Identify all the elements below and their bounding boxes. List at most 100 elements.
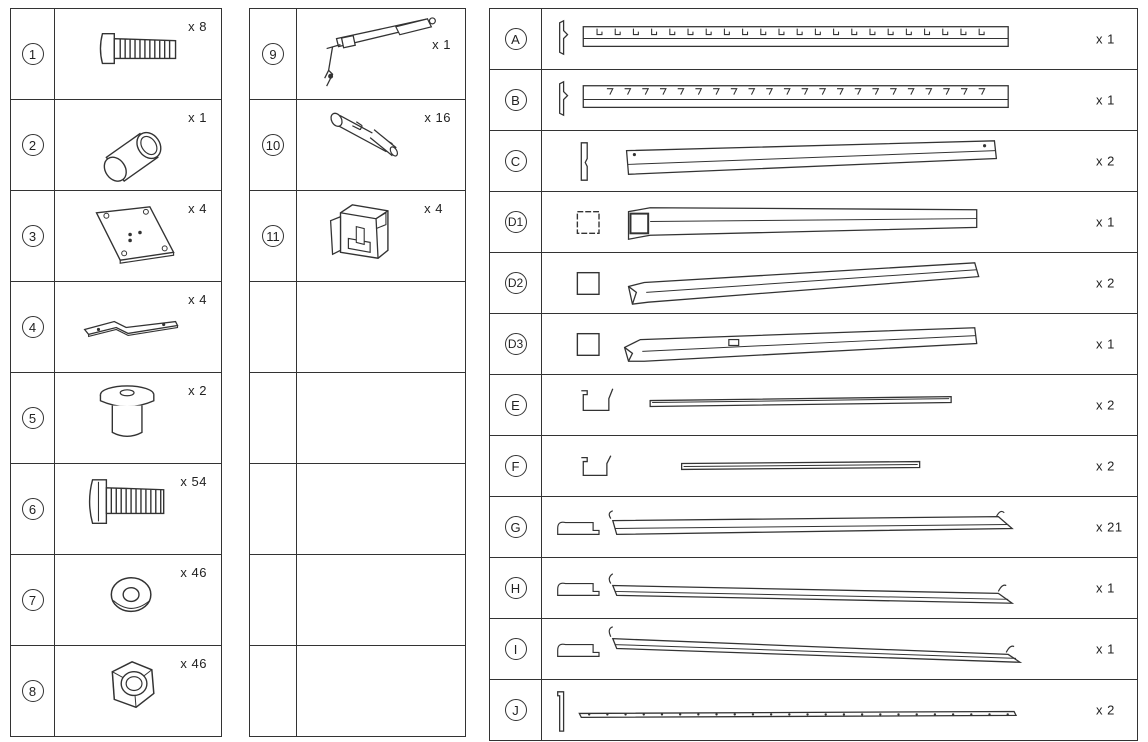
part-quantity: x 2 — [1096, 153, 1115, 169]
part-quantity: x 54 — [180, 474, 207, 489]
rail-slot — [978, 28, 985, 36]
rail-slot — [695, 88, 703, 95]
rail-slot — [651, 28, 658, 36]
square-post-icon — [576, 262, 980, 305]
part-quantity: x 2 — [1096, 702, 1115, 718]
part-number: 11 — [262, 225, 284, 247]
profile-label: H — [504, 577, 527, 599]
part-quantity: x 2 — [1096, 397, 1115, 413]
rail-slot — [632, 28, 639, 36]
bar-hole — [715, 713, 718, 716]
rail-slot — [833, 28, 840, 36]
rail-slot — [713, 88, 720, 95]
bar-hole — [678, 713, 682, 716]
rail-slot — [905, 28, 912, 36]
bar-hole — [788, 713, 791, 716]
part-quantity: x 1 — [1096, 580, 1115, 596]
table-row: 5 x 2 — [10, 372, 222, 464]
table-row: C x 2 — [489, 130, 1138, 192]
bar-hole — [769, 713, 773, 716]
gutter-channel-icon — [581, 455, 921, 476]
rail-slot — [907, 88, 915, 95]
table-row: A x 1 — [489, 8, 1138, 70]
rail-slot — [687, 28, 694, 36]
bar-hole — [806, 713, 809, 716]
profile-label: B — [504, 89, 527, 111]
small-parts-table: 1 x 8 2 — [10, 8, 222, 737]
table-row: 2 x 1 — [10, 99, 222, 191]
crank-handle-icon — [324, 17, 436, 87]
part-number: 3 — [21, 225, 44, 247]
rail-slot — [642, 88, 650, 95]
part-number: 1 — [21, 43, 44, 65]
part-quantity: x 4 — [424, 201, 443, 216]
rail-slot — [766, 88, 773, 95]
profile-label: J — [504, 699, 527, 721]
top-rail-icon — [559, 19, 1009, 56]
part-quantity: x 16 — [424, 110, 451, 125]
rail-slot — [854, 88, 862, 95]
bar-hole — [587, 713, 591, 716]
part-quantity: x 46 — [180, 565, 207, 580]
louver-blade-icon — [557, 573, 1015, 604]
square-post-icon — [576, 327, 978, 362]
table-row: H x 1 — [489, 557, 1138, 619]
table-row: 8 x 46 — [10, 645, 222, 737]
table-row: 7 x 46 — [10, 554, 222, 646]
rail-slot — [748, 88, 756, 95]
rail-slot — [890, 88, 897, 95]
rail-slot — [960, 88, 968, 95]
part-quantity: x 1 — [1096, 92, 1115, 108]
rail-slot — [760, 28, 767, 36]
bar-hole — [1006, 713, 1009, 716]
rail-slot — [887, 28, 894, 36]
bar-hole — [879, 713, 882, 716]
table-row: D2 x 2 — [489, 252, 1138, 314]
washer-icon — [110, 577, 152, 613]
part-quantity: x 1 — [1096, 641, 1115, 657]
part-quantity: x 1 — [432, 37, 451, 52]
part-number: 8 — [21, 680, 44, 702]
rail-slot — [942, 28, 949, 36]
table-row — [249, 463, 466, 555]
countersunk-screw-icon — [99, 33, 177, 65]
profile-label: D2 — [504, 272, 527, 294]
rail-slot — [943, 88, 951, 95]
bar-hole — [733, 713, 736, 716]
rail-slot — [814, 28, 821, 36]
flanged-nut-icon — [99, 385, 155, 437]
rail-slot — [730, 88, 738, 95]
bar-hole — [970, 713, 973, 716]
bar-hole — [606, 713, 609, 716]
rail-slot — [796, 28, 803, 36]
table-row: 6 x 54 — [10, 463, 222, 555]
table-row — [249, 554, 466, 646]
rail-slot — [851, 28, 858, 36]
part-quantity: x 1 — [1096, 336, 1115, 352]
bar-hole — [624, 713, 627, 716]
rail-slot — [614, 28, 621, 36]
bar-hole — [642, 713, 645, 716]
rail-slot — [778, 28, 785, 36]
bar-hole — [988, 713, 991, 716]
part-quantity: x 8 — [188, 19, 207, 34]
part-number: 7 — [21, 589, 44, 611]
bar-hole — [933, 713, 937, 716]
part-number: 5 — [21, 407, 44, 429]
hardware-parts-panel: 9 x 1 10 x 16 — [249, 8, 466, 737]
part-number: 10 — [262, 134, 284, 156]
post-bracket-icon — [329, 204, 389, 259]
table-row: E x 2 — [489, 374, 1138, 436]
table-row: 9 x 1 — [249, 8, 466, 100]
part-quantity: x 1 — [188, 110, 207, 125]
table-row: I x 1 — [489, 618, 1138, 680]
profile-label: D3 — [504, 333, 527, 355]
bar-hole — [660, 713, 664, 716]
rail-slot — [669, 28, 676, 36]
rail-slot — [742, 28, 749, 36]
small-parts-panel: 1 x 8 2 — [10, 8, 222, 737]
gutter-channel-icon — [581, 388, 952, 412]
rail-slot — [801, 88, 809, 95]
profile-label: C — [504, 150, 527, 172]
rail-slot — [872, 88, 880, 95]
